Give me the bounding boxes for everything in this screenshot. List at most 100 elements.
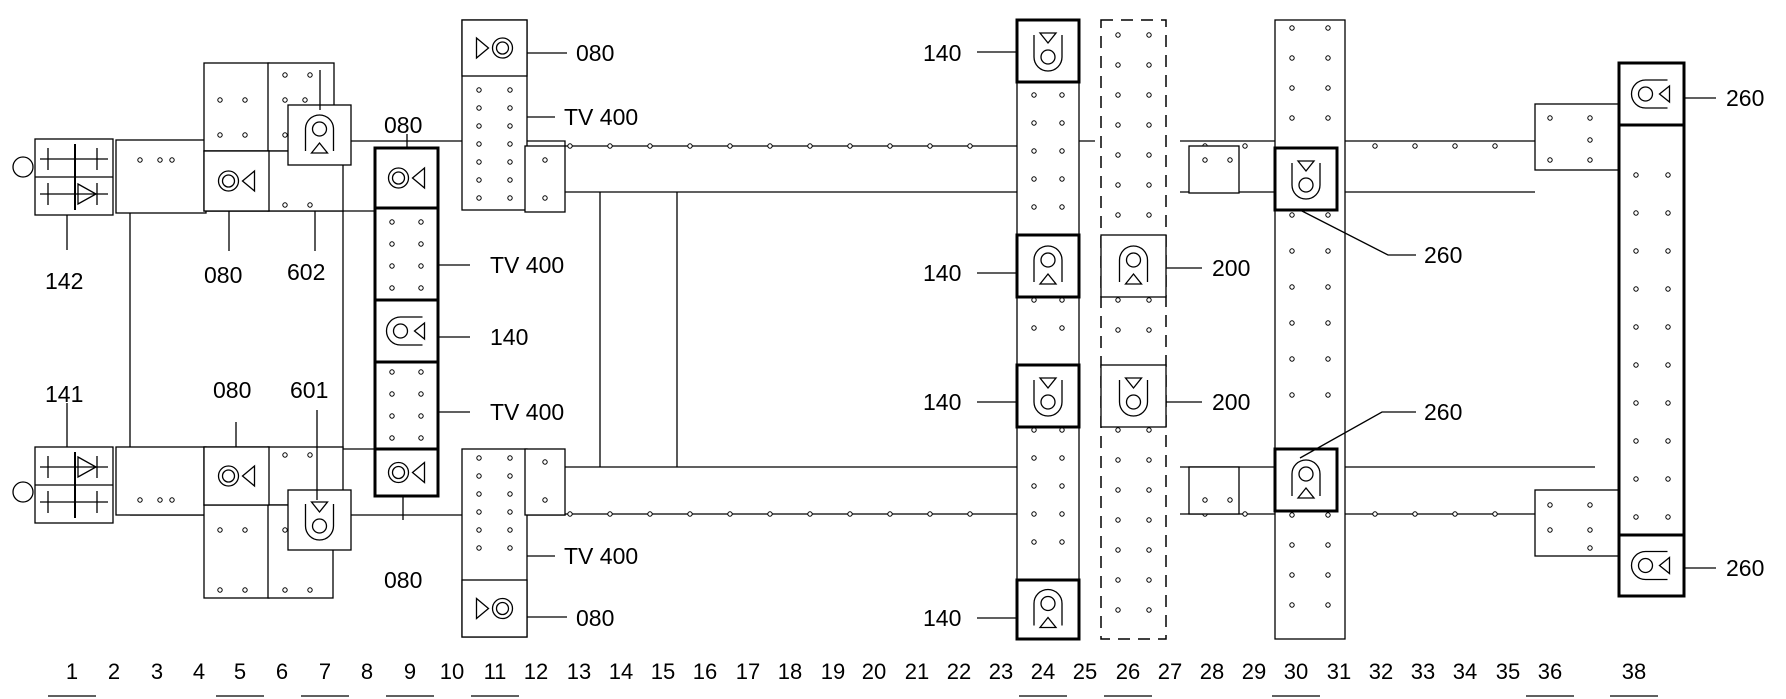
mount-symbol-icon: [373, 298, 440, 364]
rivet-hole: [1031, 92, 1037, 98]
rivet-hole: [137, 157, 143, 163]
scale-tick-label: 14: [609, 659, 633, 684]
rivet-hole: [1059, 176, 1065, 182]
rivet-hole: [1372, 143, 1378, 149]
label-140-d: 140: [923, 605, 961, 631]
rivet-hole: [282, 72, 288, 78]
mount-symbol-icon: [373, 447, 440, 498]
ring-inner: [221, 174, 236, 188]
scale-tick-label: 10: [440, 659, 464, 684]
rivet-hole: [1115, 32, 1121, 38]
rivet-hole: [1289, 248, 1295, 254]
rivet-hole: [967, 143, 973, 149]
rivet-hole: [418, 219, 424, 225]
column-26-plate-dashed: [1100, 19, 1167, 640]
scale-tick-label: 26: [1116, 659, 1140, 684]
rivet-hole: [282, 587, 288, 593]
rivet-hole: [567, 143, 573, 149]
rivet-hole: [1665, 476, 1671, 482]
mount-symbol-icon: [1617, 533, 1686, 598]
rivet-hole: [282, 527, 288, 533]
mount-frame: [1015, 233, 1081, 299]
column-28-top-plate: [1188, 145, 1240, 194]
rivet-hole: [302, 97, 308, 103]
rivet-hole: [1227, 497, 1233, 503]
rivet-hole: [1289, 212, 1295, 218]
rivet-hole: [507, 105, 513, 111]
scale-tick-label: 17: [736, 659, 760, 684]
loop-icon: [1033, 380, 1063, 417]
rivet-hole: [1633, 248, 1639, 254]
scale-tick-label: 2: [108, 659, 120, 684]
plate-holes: [137, 25, 1671, 613]
mount-symbol-icon: [203, 446, 270, 506]
rivet-hole: [1289, 392, 1295, 398]
rivet-hole: [1031, 539, 1037, 545]
label-140-b: 140: [923, 260, 961, 286]
rivet-hole: [1587, 115, 1593, 121]
label-080-bottom-column-9: 080: [384, 567, 422, 593]
label-260-column-30-upper: 260: [1424, 242, 1462, 268]
rivet-hole: [242, 587, 248, 593]
rivet-hole: [476, 177, 482, 183]
rivet-hole: [157, 497, 163, 503]
scale-tick-label: 18: [778, 659, 802, 684]
label-260-top-right: 260: [1726, 85, 1764, 111]
triangle-icon: [411, 461, 426, 484]
ring-icon: [1040, 394, 1056, 410]
rivet-hole: [507, 473, 513, 479]
rivet-hole: [1059, 455, 1065, 461]
mount-frame: [373, 146, 440, 210]
rivet-hole: [1146, 577, 1152, 583]
rivet-hole: [1115, 607, 1121, 613]
label-260-column-30-lower: 260: [1424, 399, 1462, 425]
rivet-hole: [507, 177, 513, 183]
rivet-hole: [542, 157, 548, 163]
mount-frame: [461, 19, 528, 77]
rivet-hole: [1587, 502, 1593, 508]
rivet-hole: [807, 143, 813, 149]
label-602: 602: [287, 259, 325, 285]
rivet-hole: [1325, 248, 1331, 254]
rivet-hole: [1665, 172, 1671, 178]
scale-tick-label: 27: [1158, 659, 1182, 684]
scale-tick-label: 35: [1496, 659, 1520, 684]
callout-labels: 080 080 080 602 142 141 080 601 080 080 …: [45, 40, 1764, 631]
scale-tick-label: 32: [1369, 659, 1393, 684]
rivet-hole: [217, 527, 223, 533]
rivet-hole: [307, 202, 313, 208]
loop-icon: [1291, 459, 1321, 496]
loop-icon: [385, 316, 423, 346]
rivet-hole: [1146, 487, 1152, 493]
rivet-hole: [389, 285, 395, 291]
rivet-hole: [137, 497, 143, 503]
mount-symbol-icon: [461, 579, 528, 638]
rivet-hole: [418, 263, 424, 269]
label-140-c: 140: [923, 389, 961, 415]
label-080-lower-plate-5: 080: [213, 377, 251, 403]
rivet-hole: [1665, 362, 1671, 368]
rivet-hole: [1289, 115, 1295, 121]
ring-icon: [392, 323, 409, 339]
rivet-hole: [1146, 122, 1152, 128]
ring-inner: [391, 465, 406, 480]
rivet-hole: [418, 391, 424, 397]
loop-icon: [1630, 79, 1668, 109]
mount-symbol-icon: [287, 104, 352, 166]
mount-symbol-icon: [1617, 61, 1686, 127]
rivet-hole: [542, 497, 548, 503]
rivet-hole: [1146, 212, 1152, 218]
scale-tick-label: 9: [404, 659, 416, 684]
rivet-hole: [389, 241, 395, 247]
rivet-hole: [1587, 137, 1593, 143]
leader-lines: [66, 51, 1716, 619]
rivet-hole: [217, 587, 223, 593]
rivet-hole: [1289, 320, 1295, 326]
loop-icon: [1291, 163, 1321, 200]
rivet-hole: [1031, 325, 1037, 331]
rivet-hole: [1547, 502, 1553, 508]
rivet-hole: [542, 459, 548, 465]
rivet-hole: [507, 141, 513, 147]
rivet-hole: [1633, 476, 1639, 482]
